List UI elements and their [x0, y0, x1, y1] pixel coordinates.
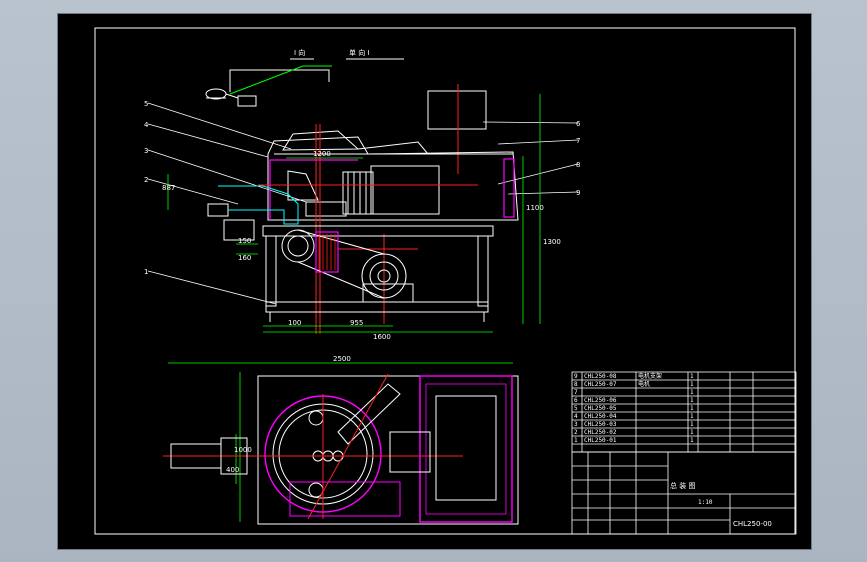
row-code: CHL250-06 [584, 397, 617, 404]
scale-text: 1:10 [698, 499, 713, 506]
dim-plan-top: 2500 [333, 355, 351, 363]
dim-bottom-mid: 955 [350, 319, 363, 327]
row-qty: 1 [690, 381, 694, 388]
top-label-right: 单 向 I [349, 48, 370, 57]
coupling-hatch [318, 234, 336, 270]
pump-symbol [205, 69, 330, 107]
title-text: 总 装 图 [670, 481, 695, 490]
row-code: CHL250-08 [584, 373, 617, 380]
row-no: 8 [574, 381, 578, 388]
row-code: CHL250-07 [584, 381, 617, 388]
row-name: 电机支架 [638, 372, 662, 380]
red-centerlines [258, 124, 478, 334]
base-plate [257, 375, 519, 525]
plan-centerlines [163, 373, 463, 520]
callout-3: 3 [144, 147, 148, 155]
top-label-left: I 向 [294, 48, 305, 57]
hopper-body [267, 130, 519, 221]
dimension-lines [167, 94, 541, 333]
cad-viewport[interactable]: I 向 单 向 I 1 2 3 4 5 [57, 13, 812, 550]
assembly-drawing: I 向 单 向 I 1 2 3 4 5 [94, 27, 797, 535]
row-no: 6 [574, 397, 578, 404]
parts-grid [571, 371, 797, 453]
belt-guard-plan [289, 481, 401, 517]
gearbox-housing [427, 90, 487, 130]
motor-frame [419, 375, 513, 523]
callout-7: 7 [576, 137, 580, 145]
row-no: 2 [574, 429, 578, 436]
dim-plan-mid: 400 [226, 466, 239, 474]
row-code: CHL250-03 [584, 421, 617, 428]
callout-5: 5 [144, 100, 148, 108]
inlet-chute [287, 170, 319, 201]
row-no: 1 [574, 437, 578, 444]
parts-table: 9 CHL250-08 电机支架 1 8 CHL250-07 电机 1 7 1 … [571, 371, 797, 535]
row-qty: 1 [690, 429, 694, 436]
row-qty: 1 [690, 373, 694, 380]
belt-drive [281, 229, 414, 303]
plan-dimension-lines [168, 362, 513, 522]
leader-lines [147, 102, 579, 305]
row-qty: 1 [690, 413, 694, 420]
row-code: CHL250-04 [584, 413, 617, 420]
front-view: I 向 单 向 I 1 2 3 4 5 [144, 48, 581, 341]
gearbox-plan [389, 431, 431, 473]
side-guard [503, 158, 515, 218]
dim-bottom-left: 100 [288, 319, 301, 327]
row-qty: 1 [690, 437, 694, 444]
row-code: CHL250-02 [584, 429, 617, 436]
drawing-frame [94, 27, 796, 535]
callout-2: 2 [144, 176, 148, 184]
title-grid [571, 451, 797, 535]
row-no: 7 [574, 389, 578, 396]
dim-left-2: 160 [238, 254, 251, 262]
callout-9: 9 [576, 189, 580, 197]
row-qty: 1 [690, 421, 694, 428]
row-qty: 1 [690, 397, 694, 404]
motor-frame-inner [425, 383, 507, 515]
inlet-pipe [218, 185, 299, 225]
callout-6: 6 [576, 120, 581, 128]
plan-view: 2500 1000 400 [163, 355, 519, 525]
dim-bottom-total: 1600 [373, 333, 391, 341]
dim-top: 1200 [313, 150, 331, 158]
bolt-hole [308, 410, 324, 426]
diagonal-arm [337, 383, 401, 445]
pipe-line [229, 65, 304, 95]
row-name: 电机 [638, 380, 650, 388]
flange [223, 219, 255, 241]
row-no: 3 [574, 421, 578, 428]
callout-4: 4 [144, 121, 149, 129]
row-no: 9 [574, 373, 578, 380]
row-code: CHL250-01 [584, 437, 617, 444]
parts-rows: 9 CHL250-08 电机支架 1 8 CHL250-07 电机 1 7 1 … [574, 372, 694, 444]
dim-left-1: 150 [238, 237, 251, 245]
dim-right-outer: 1300 [543, 238, 561, 246]
plan-flange [220, 437, 248, 475]
guard-outline [269, 159, 358, 220]
row-qty: 1 [690, 389, 694, 396]
dim-side-left: 887 [162, 184, 175, 192]
motor-plan [435, 395, 497, 501]
callout-8: 8 [576, 161, 580, 169]
drawing-number: CHL250-00 [733, 520, 772, 528]
coupling [315, 231, 339, 273]
dim-plan-left: 1000 [234, 446, 252, 454]
row-qty: 1 [690, 405, 694, 412]
row-code: CHL250-05 [584, 405, 617, 412]
callout-1: 1 [144, 268, 148, 276]
motor-body [370, 165, 440, 215]
row-no: 5 [574, 405, 578, 412]
row-no: 4 [574, 413, 578, 420]
dim-right-inner: 1100 [526, 204, 544, 212]
inner-details [207, 171, 374, 217]
